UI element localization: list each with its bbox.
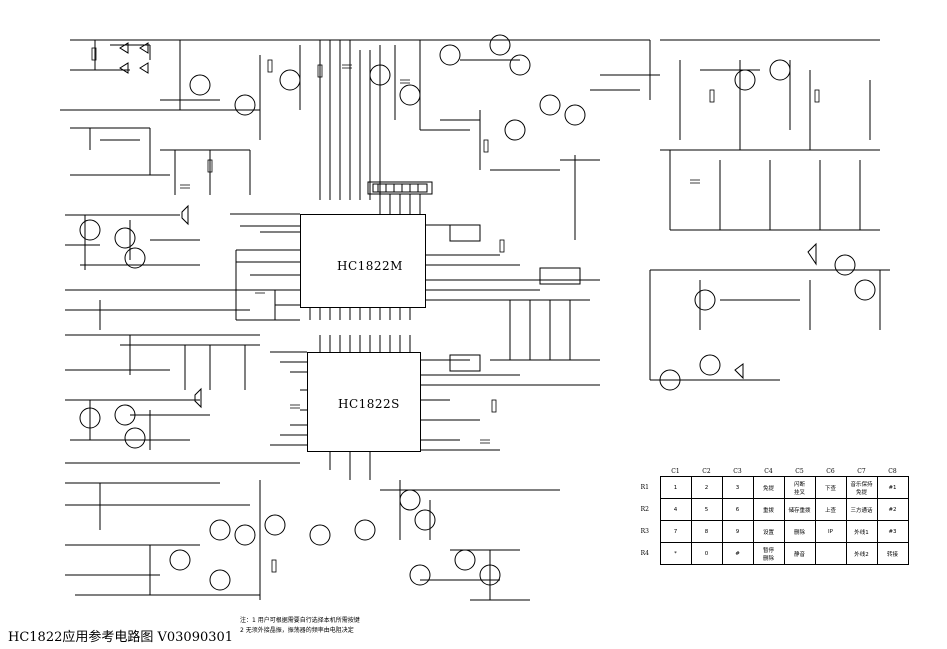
- line-interface-bottom-left: [65, 462, 376, 600]
- key-cell: 三方通话: [845, 498, 878, 521]
- top-middle-driver: [180, 34, 660, 240]
- key-cell: 闪断 挂叉: [783, 476, 816, 499]
- key-matrix-col-1: C1: [671, 467, 680, 475]
- note-line: 注：1 用户可根据需要自行选择本机所需按键: [240, 617, 360, 624]
- key-cell: 静音: [783, 542, 816, 565]
- key-matrix-col-3: C3: [733, 467, 742, 475]
- key-matrix-row-label: R1: [640, 484, 649, 491]
- right-audio-block: [649, 39, 890, 391]
- key-cell: 外线1: [845, 520, 878, 543]
- ringer-block-left: [65, 204, 200, 270]
- key-cell: #3: [876, 520, 909, 543]
- key-cell: #: [721, 542, 754, 565]
- key-cell: 转接: [876, 542, 909, 565]
- chip-main-wiring: [230, 213, 600, 321]
- key-cell: 储存重拨: [783, 498, 816, 521]
- key-matrix-corner: [630, 466, 660, 477]
- line-interface-mid-left: [65, 289, 300, 450]
- page-title: HC1822应用参考电路图 V03090301: [8, 630, 234, 645]
- key-cell: #1: [876, 476, 909, 499]
- key-matrix-row-label: R4: [640, 550, 649, 557]
- key-matrix-col-5: C5: [795, 467, 804, 475]
- key-matrix-col-4: C4: [764, 467, 773, 475]
- key-cell: 下查: [814, 476, 847, 499]
- key-matrix-col-8: C8: [888, 467, 897, 475]
- note-line: 2 无须外接晶振，振荡器的频率由电阻决定: [240, 627, 354, 634]
- key-cell: 6: [721, 498, 754, 521]
- key-cell: 外线2: [845, 542, 878, 565]
- key-cell: [814, 542, 847, 565]
- key-matrix-row-label: R2: [640, 506, 649, 513]
- bottom-right-driver: [380, 480, 560, 601]
- key-matrix-row-label: R3: [640, 528, 649, 535]
- key-cell: 上查: [814, 498, 847, 521]
- key-cell: 重拨: [752, 498, 785, 521]
- key-cell: 0: [690, 542, 723, 565]
- key-cell: 删除: [783, 520, 816, 543]
- key-matrix-col-2: C2: [702, 467, 711, 475]
- chip-hc1822m-label: HC1822M: [337, 259, 403, 273]
- key-cell: 1: [659, 476, 692, 499]
- chip-sub-wiring: [270, 300, 600, 480]
- key-cell: 7: [659, 520, 692, 543]
- key-cell: #2: [876, 498, 909, 521]
- lcd-connector: [367, 181, 433, 214]
- key-cell: 5: [690, 498, 723, 521]
- key-cell: 2: [690, 476, 723, 499]
- chip-hc1822s-label: HC1822S: [338, 397, 400, 411]
- chip-hc1822s: HC1822S: [307, 352, 421, 452]
- key-cell: *: [659, 542, 692, 565]
- line-interface-top-left: [60, 39, 301, 195]
- notes: 注：1 用户可根据需要自行选择本机所需按键 2 无须外接晶振，振荡器的频率由电阻…: [240, 616, 360, 636]
- key-cell: 音乐保持 免提: [845, 476, 878, 499]
- key-matrix-col-6: C6: [826, 467, 835, 475]
- key-cell: 3: [721, 476, 754, 499]
- chip-hc1822m: HC1822M: [300, 214, 426, 308]
- key-cell: 暂停 删除: [752, 542, 785, 565]
- passive-components: [91, 47, 820, 573]
- key-cell: 免提: [752, 476, 785, 499]
- key-cell: 设置: [752, 520, 785, 543]
- key-cell: 9: [721, 520, 754, 543]
- key-cell: 4: [659, 498, 692, 521]
- key-cell: 8: [690, 520, 723, 543]
- key-matrix-col-7: C7: [857, 467, 866, 475]
- key-cell: IP: [814, 520, 847, 543]
- key-matrix-header: C1 C2 C3 C4 C5 C6 C7 C8: [630, 466, 908, 477]
